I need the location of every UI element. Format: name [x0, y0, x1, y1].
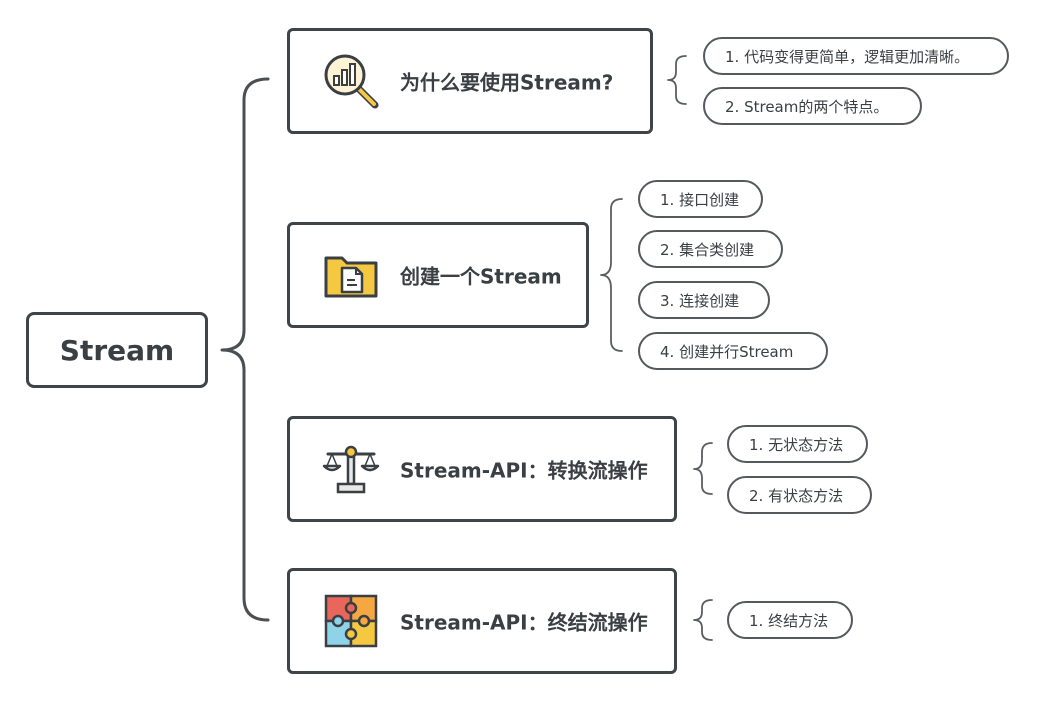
puzzle-icon — [324, 594, 378, 648]
folder-document-icon — [324, 256, 378, 298]
leaf-item[interactable]: 2. Stream的两个特点。 — [703, 87, 922, 125]
topic-4-label: Stream-API：终结流操作 — [400, 610, 648, 635]
topic-1-brace — [667, 55, 687, 105]
leaf-item[interactable]: 2. 有状态方法 — [727, 476, 872, 514]
root-node[interactable]: Stream — [26, 312, 208, 388]
topic-3-label: Stream-API：转换流操作 — [400, 458, 648, 483]
topic-3-brace — [693, 442, 713, 495]
topic-transform-ops[interactable]: Stream-API：转换流操作 — [287, 416, 677, 522]
balance-scale-icon — [322, 445, 380, 494]
topic-1-label: 为什么要使用Stream? — [400, 70, 614, 95]
leaf-item[interactable]: 2. 集合类创建 — [638, 230, 783, 268]
topic-create-stream[interactable]: 创建一个Stream — [287, 222, 589, 328]
root-label: Stream — [59, 333, 175, 367]
topic-terminal-ops[interactable]: Stream-API：终结流操作 — [287, 568, 677, 674]
leaf-item[interactable]: 1. 代码变得更简单，逻辑更加清晰。 — [703, 37, 1009, 75]
topic-2-label: 创建一个Stream — [400, 264, 562, 289]
topic-why-stream[interactable]: 为什么要使用Stream? — [287, 28, 653, 134]
leaf-item[interactable]: 4. 创建并行Stream — [638, 332, 828, 370]
leaf-item[interactable]: 1. 终结方法 — [727, 601, 853, 639]
leaf-item[interactable]: 1. 接口创建 — [638, 180, 763, 218]
magnifier-chart-icon — [324, 54, 379, 109]
topic-2-brace — [600, 198, 623, 352]
leaf-item[interactable]: 1. 无状态方法 — [727, 425, 868, 463]
root-brace — [220, 77, 270, 622]
leaf-item[interactable]: 3. 连接创建 — [638, 281, 770, 319]
topic-4-brace — [693, 599, 713, 641]
